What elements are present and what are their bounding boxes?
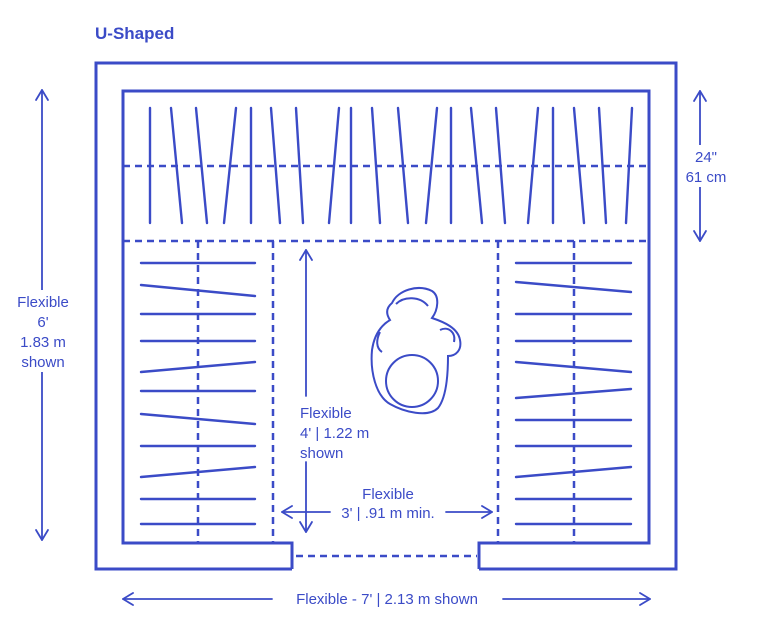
depth-label-line: 24": [695, 149, 717, 166]
garment: [514, 280, 633, 294]
person-shoulder: [395, 297, 429, 307]
outer-wall: [94, 61, 678, 571]
arrow-head: [299, 249, 313, 261]
right-hanging-clothes: [514, 261, 633, 526]
garment: [294, 106, 305, 225]
door-label-line: Flexible: [362, 486, 414, 503]
garment: [514, 387, 633, 400]
arrow-head: [693, 90, 707, 102]
height-label-bg: [8, 290, 78, 372]
garment: [269, 106, 282, 225]
garment: [494, 106, 507, 225]
garment: [572, 106, 586, 225]
arrow-head: [639, 592, 651, 606]
door-label-line: 3' | .91 m min.: [341, 505, 434, 522]
closet-walls: [94, 61, 678, 571]
left-hanging-clothes: [139, 261, 257, 526]
arrow-head: [281, 505, 293, 519]
garment: [139, 412, 257, 426]
garment: [327, 106, 341, 225]
garment: [194, 106, 209, 225]
garment: [169, 106, 184, 225]
garment: [597, 106, 608, 225]
arrow-head: [693, 230, 707, 242]
height-label-line: 6': [37, 314, 48, 331]
aisle-label-line: Flexible: [300, 405, 352, 422]
aisle-label-line: shown: [300, 445, 343, 462]
aisle-label-line: 4' | 1.22 m: [300, 425, 369, 442]
garment: [514, 360, 633, 374]
height-label-line: 1.83 m: [20, 334, 66, 351]
garment: [624, 106, 634, 225]
width-label: Flexible - 7' | 2.13 m shown: [296, 591, 478, 608]
arrow-head: [35, 89, 49, 101]
arrow-head: [122, 592, 134, 606]
depth-label-line: 61 cm: [686, 169, 727, 186]
garment: [424, 106, 439, 225]
garment: [222, 106, 238, 225]
depth-label-bg: [680, 145, 740, 187]
arrow-head: [481, 505, 493, 519]
inner-wall: [121, 89, 651, 569]
garment: [139, 360, 257, 374]
garment: [526, 106, 540, 225]
garment: [139, 283, 257, 298]
arrow-head: [35, 529, 49, 541]
diagram-title: U-Shaped: [95, 24, 174, 43]
person-head: [385, 354, 439, 408]
garment: [469, 106, 484, 225]
width-arrow: [122, 592, 651, 606]
garment: [139, 465, 257, 479]
person-hand-right: [439, 327, 456, 343]
garment: [370, 106, 382, 225]
garment: [514, 465, 633, 479]
door-width-arrow: [281, 505, 493, 519]
person-hand-left: [376, 331, 383, 353]
door-width-label: Flexible 3' | .91 m min.: [341, 486, 434, 522]
top-hanging-clothes: [148, 106, 634, 225]
height-label-line: shown: [21, 354, 64, 371]
height-label: Flexible 6' 1.83 m shown: [17, 294, 69, 371]
person-arms: [370, 287, 462, 415]
aisle-depth-label: Flexible 4' | 1.22 m shown: [300, 405, 369, 462]
arrow-head: [299, 521, 313, 533]
aisle-depth-arrow: [299, 249, 313, 533]
height-label-line: Flexible: [17, 294, 69, 311]
garment: [396, 106, 410, 225]
person-topview-icon: [370, 287, 462, 415]
depth-label: 24" 61 cm: [686, 149, 727, 186]
